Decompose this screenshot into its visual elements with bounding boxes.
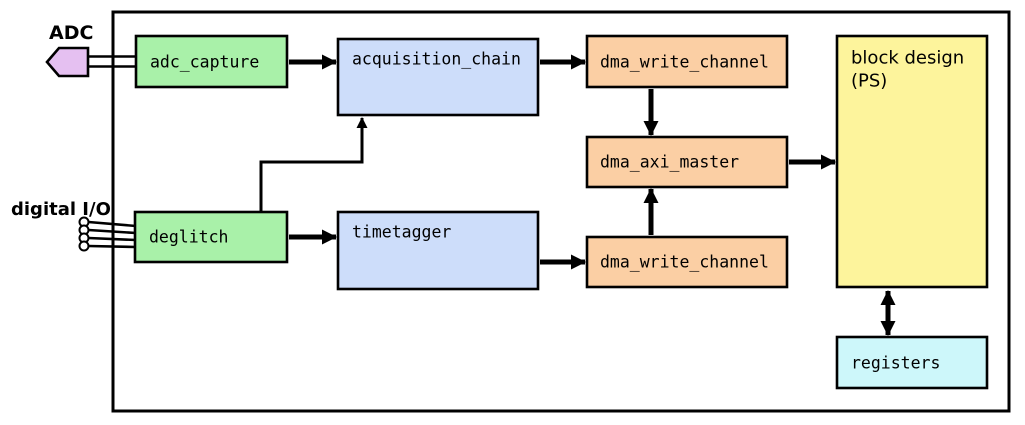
block-design-ps-label-line1: block design — [851, 48, 964, 69]
block-dma-write-channel-bottom-label: dma_write_channel — [600, 253, 769, 272]
block-dma-axi-master: dma_axi_master — [585, 135, 789, 189]
block-dma-axi-master-label: dma_axi_master — [600, 153, 739, 172]
arrow-deglitch-to-acquisition-chain — [259, 117, 368, 212]
digital-io-pins-icon — [78, 216, 90, 252]
block-timetagger: timetagger — [336, 210, 540, 291]
block-deglitch-label: deglitch — [149, 228, 228, 247]
block-adc-capture: adc_capture — [134, 34, 289, 89]
block-registers-label: registers — [851, 354, 940, 373]
digital-io-wires — [88, 220, 137, 249]
adc-port-label: ADC — [49, 22, 93, 44]
digital-io-port-label: digital I/O — [11, 199, 111, 220]
block-registers: registers — [835, 335, 989, 390]
block-block-design-ps: block design (PS) — [835, 34, 989, 289]
adc-connector-icon — [45, 46, 90, 78]
block-adc-capture-label: adc_capture — [150, 53, 259, 72]
block-dma-write-channel-top: dma_write_channel — [585, 34, 789, 89]
block-acquisition-chain-label: acquisition_chain — [352, 50, 521, 69]
block-deglitch: deglitch — [133, 210, 289, 264]
block-design-ps-label-line2: (PS) — [851, 71, 887, 92]
block-dma-write-channel-bottom: dma_write_channel — [585, 235, 789, 289]
outer-boundary — [111, 10, 1011, 413]
block-timetagger-label: timetagger — [352, 223, 451, 242]
block-dma-write-channel-top-label: dma_write_channel — [600, 53, 769, 72]
block-acquisition-chain: acquisition_chain — [336, 37, 540, 117]
